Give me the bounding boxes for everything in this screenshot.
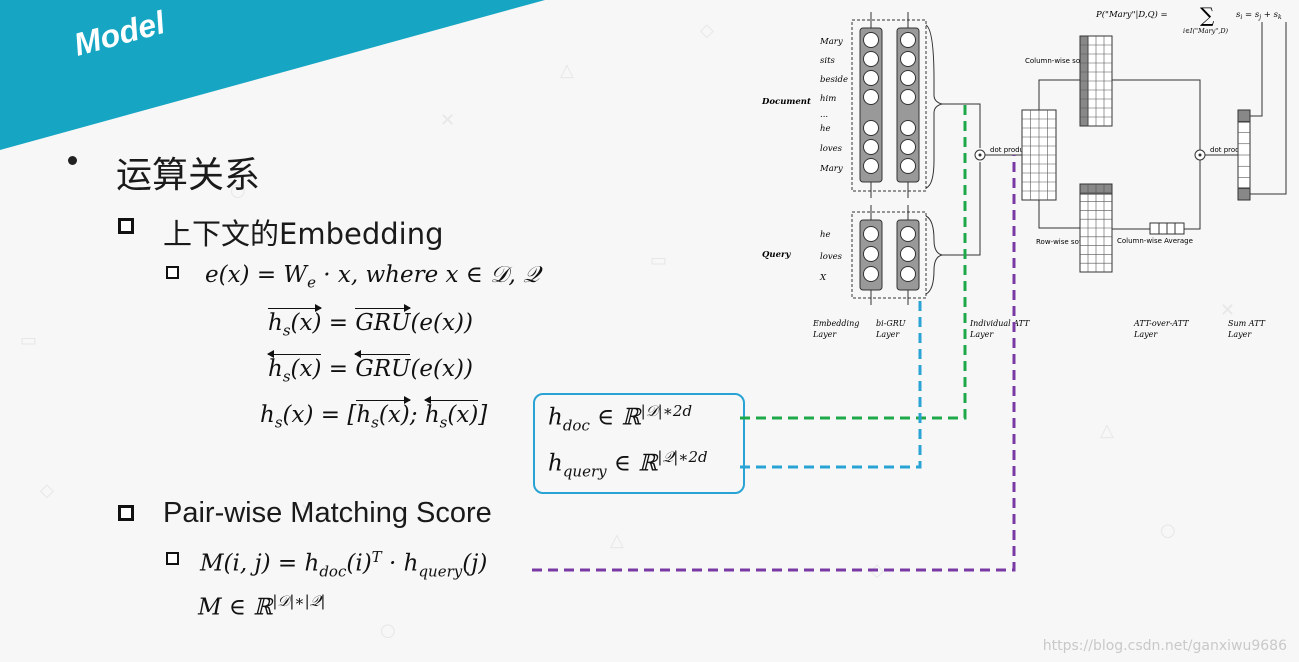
hdoc-dimension: hdoc ∈ ℝ|𝒟|∗2d bbox=[548, 402, 693, 435]
matching-connector bbox=[532, 155, 1016, 572]
document-word: sits bbox=[820, 56, 835, 66]
hidden-unit bbox=[900, 158, 916, 174]
hidden-unit bbox=[900, 51, 916, 67]
document-word: ... bbox=[820, 110, 828, 120]
hquery-dimension: hquery ∈ ℝ|𝒬|∗2d bbox=[548, 448, 708, 481]
column-average-label: Column-wise Average bbox=[1117, 237, 1193, 245]
hidden-unit bbox=[900, 246, 916, 262]
hidden-unit bbox=[900, 32, 916, 48]
hidden-unit bbox=[900, 266, 916, 282]
equation-matrix-dims: M ∈ ℝ|𝒟|∗|𝒬| bbox=[198, 592, 326, 621]
hidden-unit bbox=[863, 226, 879, 242]
hidden-unit bbox=[863, 120, 879, 136]
hidden-unit bbox=[900, 120, 916, 136]
section-heading-matching: Pair-wise Matching Score bbox=[163, 497, 492, 529]
equation-backward-gru: hs(x) = GRU(e(x)) bbox=[266, 350, 473, 386]
hidden-unit bbox=[900, 89, 916, 105]
hidden-unit bbox=[863, 246, 879, 262]
document-word: he bbox=[820, 124, 831, 134]
hidden-unit bbox=[863, 51, 879, 67]
section-heading-embedding: 上下文的Embedding bbox=[163, 217, 444, 251]
equation-matching: M(i, j) = hdoc(i)T · hquery(j) bbox=[200, 548, 488, 581]
layer-label: Embedding bbox=[812, 319, 859, 328]
subitem-checkbox-icon bbox=[166, 266, 179, 279]
doc-connector bbox=[740, 104, 967, 420]
document-word: beside bbox=[820, 75, 848, 85]
layer-label: Layer bbox=[875, 330, 900, 339]
equation-forward-gru: hs(x) = GRU(e(x)) bbox=[268, 304, 473, 340]
layer-label: ATT-over-ATT bbox=[1133, 319, 1189, 328]
document-word: loves bbox=[820, 144, 843, 154]
layer-label: Layer bbox=[812, 330, 837, 339]
formula-rhs: si = sj + sk bbox=[1236, 10, 1282, 21]
watermark: https://blog.csdn.net/ganxiwu9686 bbox=[1042, 638, 1287, 654]
hidden-unit bbox=[900, 70, 916, 86]
hidden-unit bbox=[863, 70, 879, 86]
bullet-heading: 运算关系 bbox=[116, 155, 261, 196]
query-word: he bbox=[820, 230, 831, 240]
subitem-checkbox-icon bbox=[166, 552, 179, 565]
document-word: Mary bbox=[819, 37, 843, 47]
layer-label: Layer bbox=[1227, 330, 1252, 339]
equation-embedding: e(x) = We · x, where x ∈ 𝒟, 𝒬 bbox=[205, 262, 540, 292]
bullet-dot bbox=[68, 156, 77, 165]
section-checkbox-icon bbox=[118, 505, 134, 521]
equation-concat: hs(x) = [hs(x); hs(x)] bbox=[260, 396, 488, 432]
hidden-unit bbox=[863, 139, 879, 155]
document-word: him bbox=[820, 94, 836, 104]
section-checkbox-icon bbox=[118, 218, 134, 234]
document-label: Document bbox=[761, 97, 811, 107]
sum-symbol: ∑ bbox=[1200, 3, 1215, 27]
column-softmax-label: Column-wise softmax bbox=[1025, 57, 1100, 65]
layer-label: Sum ATT bbox=[1228, 319, 1266, 328]
formula-text: P("Mary"|D,Q) = bbox=[1095, 9, 1168, 20]
hidden-unit bbox=[863, 158, 879, 174]
hidden-unit bbox=[863, 32, 879, 48]
layer-label: Individual ATT bbox=[969, 319, 1030, 328]
query-label: Query bbox=[762, 250, 791, 260]
hidden-unit bbox=[863, 89, 879, 105]
dot-product-label-2: dot product bbox=[1210, 146, 1251, 154]
sum-subscript: i∈I("Mary",D) bbox=[1183, 27, 1229, 35]
row-softmax-label: Row-wise softmax bbox=[1036, 238, 1099, 246]
layer-label: Layer bbox=[1133, 330, 1158, 339]
hidden-dims-box bbox=[533, 393, 745, 494]
query-connector bbox=[740, 300, 922, 469]
query-word: X bbox=[819, 273, 827, 283]
hidden-unit bbox=[863, 266, 879, 282]
hidden-unit bbox=[900, 226, 916, 242]
document-word: Mary bbox=[819, 164, 843, 174]
layer-label: Layer bbox=[969, 330, 994, 339]
hidden-unit bbox=[900, 139, 916, 155]
dot-product-label: dot product bbox=[990, 146, 1031, 154]
query-word: loves bbox=[820, 252, 843, 262]
layer-label: bi-GRU bbox=[876, 319, 906, 328]
